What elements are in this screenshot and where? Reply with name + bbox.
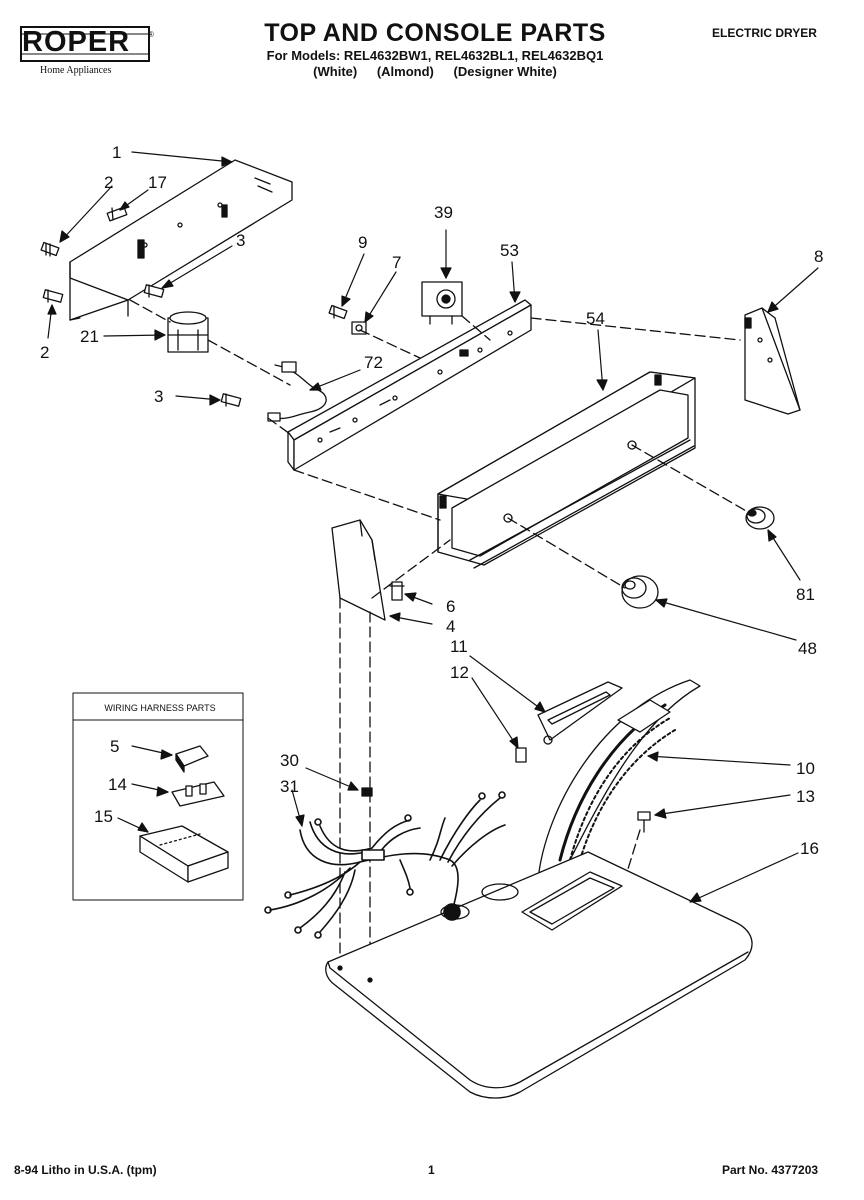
screw-part-2-lower [42, 289, 64, 303]
callout-81: 81 [796, 585, 815, 604]
part-30-clip [361, 787, 373, 797]
part-48-knob [621, 575, 659, 609]
screw-part-17 [106, 206, 128, 222]
callout-17: 17 [148, 173, 167, 192]
brand-subtitle: Home Appliances [40, 65, 112, 76]
leader-arrows [47, 151, 819, 903]
part-12-clip [515, 735, 553, 763]
variant-almond: (Almond) [376, 64, 434, 79]
part-1-rear-bracket [69, 159, 293, 321]
part-39-start-switch [421, 281, 463, 325]
page-title: TOP AND CONSOLE PARTS [264, 19, 606, 47]
screw-part-9 [328, 304, 348, 320]
part-16-top-panel [325, 851, 753, 1099]
wiring-harness-title: WIRING HARNESS PARTS [104, 703, 216, 713]
models-line: For Models: REL4632BW1, REL4632BL1, REL4… [266, 48, 604, 63]
part-8-end-cap [744, 307, 801, 415]
callout-6: 6 [446, 597, 455, 616]
part-14-connector [171, 781, 225, 807]
part-4-side-panel [331, 519, 386, 621]
callout-2-lower: 2 [40, 343, 49, 362]
callout-9: 9 [358, 233, 367, 252]
callout-7: 7 [392, 253, 401, 272]
litho-note: 8-94 Litho in U.S.A. (tpm) [14, 1163, 157, 1177]
part-11-bracket [537, 681, 623, 741]
callout-30: 30 [280, 751, 299, 770]
brand-logo: ROPER [22, 26, 131, 58]
callout-31: 31 [280, 777, 299, 796]
variant-designer-white: (Designer White) [453, 64, 557, 79]
part-10-lint-housing [537, 679, 701, 881]
part-31-wiring-harness [264, 791, 506, 939]
callout-10: 10 [796, 759, 815, 778]
callout-12: 12 [450, 663, 469, 682]
part-number: Part No. 4377203 [722, 1163, 819, 1177]
callout-16: 16 [800, 839, 819, 858]
callout-72: 72 [364, 353, 383, 372]
callout-39: 39 [434, 203, 453, 222]
callout-21: 21 [80, 327, 99, 346]
callout-54: 54 [586, 309, 605, 328]
callout-13: 13 [796, 787, 815, 806]
brand-logo-box [20, 26, 150, 64]
screw-part-6 [389, 581, 405, 601]
part-15-connector-block [139, 825, 229, 883]
screw-part-2-upper [40, 241, 60, 257]
callout-14: 14 [108, 775, 127, 794]
part-81-knob [745, 506, 775, 530]
callout-3-upper: 3 [236, 231, 245, 250]
screw-part-3-lower [220, 393, 242, 407]
variant-white: (White) [313, 64, 358, 79]
page-number: 1 [428, 1163, 435, 1177]
callout-53: 53 [500, 241, 519, 260]
part-5-connector [175, 745, 209, 773]
alignment-lines [129, 299, 749, 983]
brand-logo-frame [20, 26, 150, 62]
part-72-wire [267, 361, 327, 422]
trademark-symbol: ® [148, 30, 154, 39]
callout-4: 4 [446, 617, 455, 636]
callout-15: 15 [94, 807, 113, 826]
part-53-control-bracket [287, 299, 532, 471]
callout-1: 1 [112, 143, 121, 162]
document-type: ELECTRIC DRYER [712, 26, 817, 40]
callout-11: 11 [450, 637, 468, 656]
callout-labels: 1 2 17 3 2 21 9 7 39 53 8 72 3 54 6 4 81… [40, 143, 823, 858]
screw-part-13 [637, 811, 651, 833]
callout-5: 5 [110, 737, 119, 756]
part-54-console [437, 371, 696, 569]
callout-2-upper: 2 [104, 173, 113, 192]
callout-48: 48 [798, 639, 817, 658]
part-21-switch [167, 311, 209, 353]
callout-8: 8 [814, 247, 823, 266]
color-variants: (White) (Almond) (Designer White) [240, 64, 630, 79]
callout-3-lower: 3 [154, 387, 163, 406]
screw-part-3-upper [143, 284, 165, 298]
